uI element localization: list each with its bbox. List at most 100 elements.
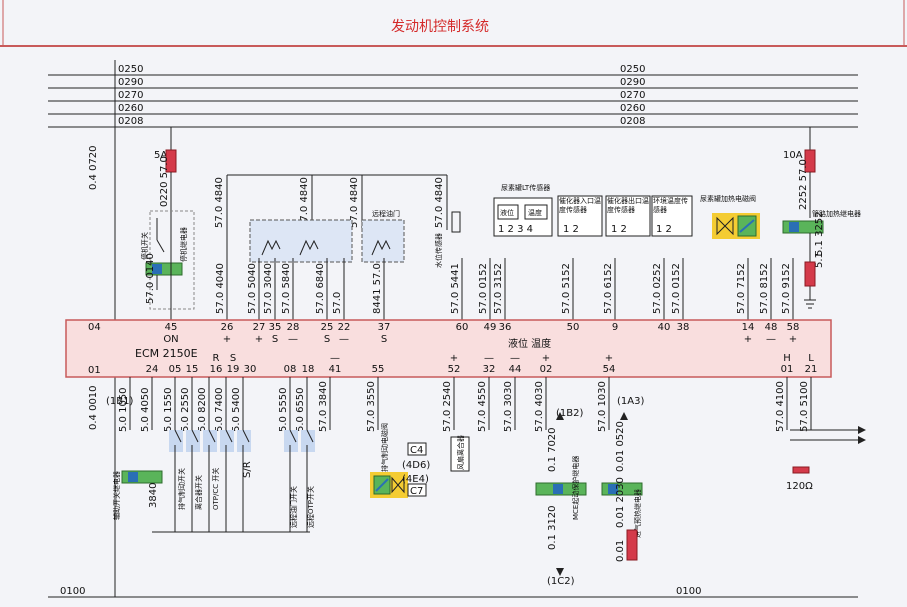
ground-bus-label-right: 0100 [676, 586, 701, 597]
top-wire-label-38: 57.0 0152 [671, 263, 682, 314]
bus-label-right-0290: 0290 [620, 77, 645, 88]
urea-lt-sensor-label: 尿素罐LT传感器 [501, 183, 550, 192]
switch-contact-0 [174, 429, 182, 443]
ecm-top-pin-50: 50 [567, 322, 580, 333]
ecm-top-pin-22: 22 [338, 322, 351, 333]
bottom-wire-label-11: 57.0 2540 [442, 381, 453, 432]
switch-highlight-4 [237, 430, 251, 452]
bottom-wire-label-9: 57.0 3840 [318, 381, 329, 432]
switch-contact-4 [242, 429, 250, 443]
ecm-top-pin-60: 60 [456, 322, 469, 333]
switch-highlight-6 [301, 430, 315, 452]
ambient-sensor [651, 195, 693, 237]
b1-label: (1B1) [106, 396, 133, 407]
ecm-bottom-pin-sign-41: — [330, 353, 340, 364]
ecm-bottom-pin-sign-21: L [808, 353, 814, 364]
can-lines [790, 429, 858, 441]
ecm-bottom-pin-19: 19 [227, 364, 240, 375]
fuse-right-label: 10A [783, 150, 803, 161]
ecm-side-top: 04 [88, 322, 101, 333]
top-wire-label-58: 57.0 9152 [781, 263, 792, 314]
ecm-bottom-pin-15: 15 [186, 364, 199, 375]
left-ground-wire-label: 0.4 0010 [88, 385, 99, 430]
switch-bank [152, 429, 315, 533]
bus-label-right-0270: 0270 [620, 90, 645, 101]
ecm-top-pin-40: 40 [658, 322, 671, 333]
cat-out-sensor-label-box: 催化器出口温度传感器 [607, 197, 649, 214]
switch-highlight-0 [169, 430, 183, 452]
bus-label-left-0270: 0270 [118, 90, 143, 101]
ecm-name: ECM 2150E [135, 347, 198, 360]
c2-label: (1C2) [547, 576, 575, 587]
c2-arrow [556, 568, 564, 576]
urea-temp-box [524, 204, 548, 220]
ecm-top-pin-sign-28: — [288, 334, 298, 345]
bus-label-left-0250: 0250 [118, 64, 143, 75]
cat-out-pins: 1 2 [611, 224, 627, 235]
ambient-sensor-label-box: 环境温度传感器 [653, 197, 688, 214]
can-arrows [858, 426, 866, 444]
fuse-left-wire-label: 0220 57.0 [159, 156, 170, 207]
ecm-bottom-pin-24: 24 [146, 364, 159, 375]
ecm-bottom-pin-30: 30 [244, 364, 257, 375]
level-sensor-label: 水位传感器 [434, 233, 443, 268]
stop-switch-contact [156, 239, 165, 253]
bottom-wire-label-6: 5.0 5400 [231, 387, 242, 432]
remote-otp-label: 远程OTP开关 [306, 486, 315, 528]
ecm-top-pin-26: 26 [221, 322, 234, 333]
bottom-wire-label-1: 5.0 4050 [140, 387, 151, 432]
ecm-bottom-pin-32: 32 [483, 364, 496, 375]
ambient-pins: 1 2 [656, 224, 672, 235]
ecm-bottom-pin-44: 44 [509, 364, 522, 375]
ecm-top-pin-sign-45: ON [163, 334, 178, 345]
top-wire-label-25: 57.0 6840 [315, 263, 326, 314]
ecm-top-pin-36: 36 [499, 322, 512, 333]
bus-label-right-0250: 0250 [620, 64, 645, 75]
ecm-top-pin-sign-48: — [766, 334, 776, 345]
ecm-top-pin-9: 9 [612, 322, 618, 333]
ecm-top-pin-49: 49 [484, 322, 497, 333]
mce-relay-label: MCE起动保护继电器 [571, 456, 580, 520]
cat-out-sensor [605, 195, 651, 237]
a3-label: (1A3) [617, 396, 644, 407]
wire-001-label: 0.01 [615, 540, 626, 562]
switch-contact-2 [208, 429, 216, 443]
top-wire-label-35: 57.0 3040 [263, 263, 274, 314]
bottom-wire-label-7: 5.0 5550 [278, 387, 289, 432]
ecm-bottom-pin-16: 16 [210, 364, 223, 375]
ecm-top-pin-sign-22: — [339, 334, 349, 345]
ecm-bottom-pin-21: 21 [805, 364, 818, 375]
top-wire-label-37: 8441 57.0 [372, 263, 383, 314]
page-title: 发动机控制系统 [391, 19, 489, 35]
top-wire-label-50: 57.0 5152 [561, 263, 572, 314]
wire-0520-label: 0.01 0520 [615, 421, 626, 472]
cat-in-sensor [557, 195, 603, 237]
ecm-bottom-pin-sign-19: S [230, 353, 236, 364]
ecm-top-pin-28: 28 [287, 322, 300, 333]
top-wire-label-26: 57.0 4040 [215, 263, 226, 314]
d6-label: (4D6) [402, 460, 430, 471]
bottom-wire-label-5: 5.0 7400 [214, 387, 225, 432]
bottom-wire-label-0: 5.0 1050 [118, 387, 129, 432]
ecm-top-pin-sign-25: S [324, 334, 330, 345]
ecm-top-pin-58: 58 [787, 322, 800, 333]
b2-label: (1B2) [556, 408, 583, 419]
ecm-bottom-pin-54: 54 [603, 364, 616, 375]
exhaust-brake-switch-label: 排气制动开关 [177, 468, 186, 510]
ecm-bottom-pin-41: 41 [329, 364, 342, 375]
ecm-bottom-pin-sign-54: + [605, 353, 613, 364]
switch-highlight-2 [203, 430, 217, 452]
otp-cc-switch-label: OTP/CC 开关 [211, 468, 220, 510]
pipe-heater-relay-label: 管路加热继电器 [812, 209, 861, 218]
bottom-wire-label-3: 5.0 2550 [180, 387, 191, 432]
ecm-bottom-pin-18: 18 [302, 364, 315, 375]
fuse-right-wire-label: 2252 57.0 [798, 159, 809, 210]
remote-throttle-potentiometer [371, 239, 391, 256]
remote-switch-label: 远程油门开关 [289, 486, 298, 528]
top-wire-label-36: 57.0 3152 [493, 263, 504, 314]
c4-label: C4 [410, 445, 423, 456]
bus-label-right-0208: 0208 [620, 116, 645, 127]
